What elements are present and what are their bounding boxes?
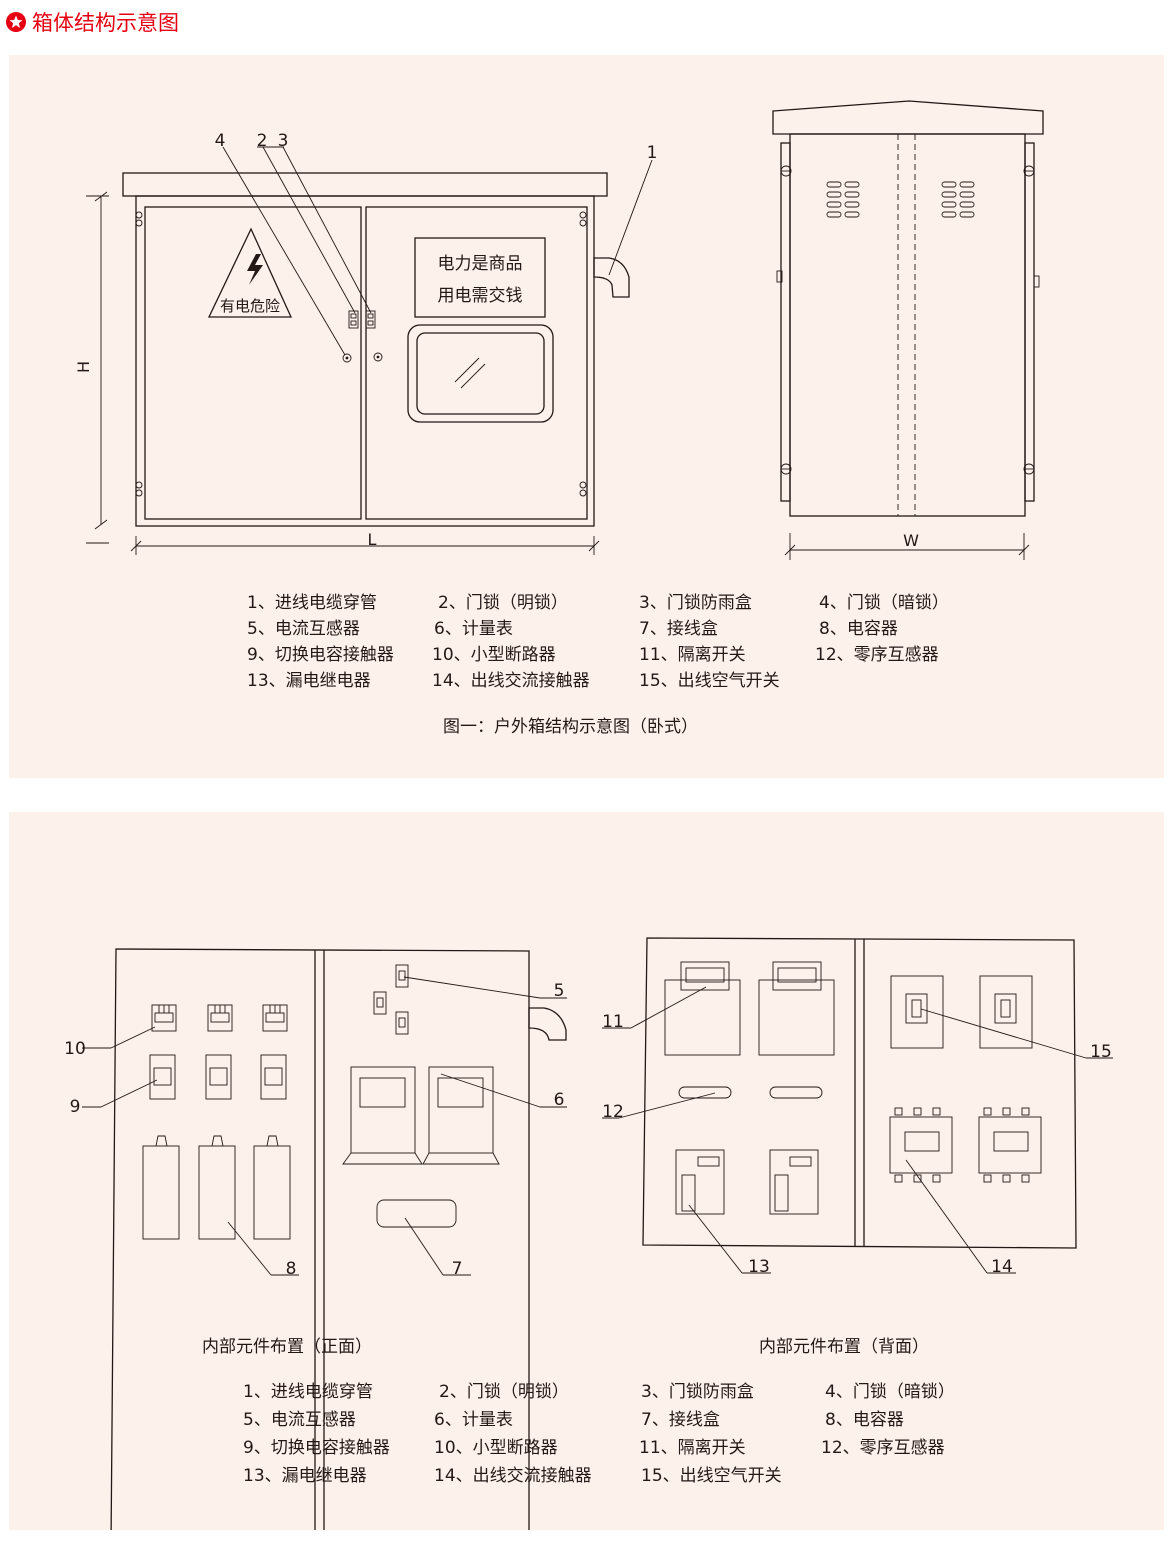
junction-box (376, 1199, 457, 1228)
caption-back: 内部元件布置（背面） (759, 1337, 929, 1357)
legend-item: 1、进线电缆穿管 (243, 1382, 373, 1402)
callout-4: 4 (215, 131, 226, 151)
cable-conduit (593, 257, 630, 298)
legend-item: 6、计量表 (434, 619, 513, 639)
legend-item: 4、门锁（暗锁） (819, 593, 949, 613)
legend-item: 10、小型断路器 (434, 1438, 558, 1458)
callout-6: 6 (554, 1090, 565, 1110)
legend-item: 12、零序互感器 (821, 1438, 945, 1458)
figure2-drawing: 10 9 8 5 6 7 (64, 937, 1113, 1530)
isolating-switches (664, 961, 835, 1056)
lightning-icon (247, 254, 263, 285)
callout-3: 3 (278, 131, 289, 151)
figure2-panel: 10 9 8 5 6 7 (9, 812, 1164, 1530)
section-title: 箱体结构示意图 (32, 11, 179, 35)
figure1-panel: 有电危险 电力是商品 用电需交钱 4 2 (9, 55, 1164, 778)
legend-item: 4、门锁（暗锁） (825, 1382, 955, 1402)
callout-8: 8 (286, 1259, 297, 1279)
dim-w-label: W (903, 531, 919, 550)
ac-contactors (889, 1107, 1042, 1183)
legend-item: 13、漏电继电器 (243, 1466, 367, 1486)
legend-item: 11、隔离开关 (639, 1438, 746, 1458)
callout-14: 14 (991, 1257, 1013, 1277)
figure1-caption: 图一：户外箱结构示意图（卧式） (443, 717, 698, 737)
legend-item: 3、门锁防雨盒 (639, 593, 752, 613)
callout-5: 5 (554, 981, 565, 1001)
legend-item: 9、切换电容接触器 (247, 645, 394, 665)
meters (342, 1066, 500, 1165)
callout-13: 13 (748, 1257, 770, 1277)
front-view: 有电危险 电力是商品 用电需交钱 4 2 (74, 131, 657, 555)
legend-item: 14、出线交流接触器 (432, 671, 590, 691)
front-interior: 10 9 8 5 6 7 (64, 948, 567, 1530)
back-interior: 11 12 13 15 14 (602, 937, 1113, 1277)
legend-item: 1、进线电缆穿管 (247, 593, 377, 613)
legend-item: 5、电流互感器 (247, 619, 360, 639)
legend-item: 6、计量表 (434, 1410, 513, 1430)
legend-item: 15、出线空气开关 (639, 671, 780, 691)
meter-window (407, 324, 554, 423)
legend-item: 10、小型断路器 (432, 645, 556, 665)
capacitor-contactors (149, 1054, 287, 1100)
sign-line1: 电力是商品 (438, 254, 523, 274)
figure1-drawing: 有电危险 电力是商品 用电需交钱 4 2 (74, 100, 1044, 560)
legend-item: 3、门锁防雨盒 (641, 1382, 754, 1402)
warning-triangle (207, 227, 293, 318)
legend-item: 7、接线盒 (641, 1410, 720, 1430)
callout-12: 12 (602, 1102, 624, 1122)
legend-item: 15、出线空气开关 (641, 1466, 782, 1486)
callout-1: 1 (647, 143, 658, 163)
dim-l-label: L (368, 530, 377, 549)
star-badge-icon (6, 12, 26, 32)
callout-15: 15 (1090, 1042, 1112, 1062)
legend-item: 2、门锁（明锁） (438, 593, 568, 613)
legend-item: 2、门锁（明锁） (439, 1382, 569, 1402)
caption-front: 内部元件布置（正面） (202, 1337, 372, 1357)
legend-item: 12、零序互感器 (815, 645, 939, 665)
section-header: 箱体结构示意图 (6, 4, 179, 40)
capacitors (142, 1135, 291, 1240)
callout-11: 11 (602, 1012, 624, 1032)
sign-board (414, 237, 546, 318)
callout-2: 2 (257, 131, 268, 151)
warning-label: 有电危险 (220, 297, 280, 315)
sign-line2: 用电需交钱 (438, 286, 523, 306)
legend-item: 9、切换电容接触器 (243, 1438, 390, 1458)
callout-9: 9 (70, 1097, 81, 1117)
legend-item: 8、电容器 (825, 1410, 904, 1430)
legend-item: 8、电容器 (819, 619, 898, 639)
side-view: W (772, 100, 1044, 560)
small-breakers (151, 1004, 288, 1032)
legend-item: 11、隔离开关 (639, 645, 746, 665)
legend-item: 14、出线交流接触器 (434, 1466, 592, 1486)
legend-item: 13、漏电继电器 (247, 671, 371, 691)
callout-10: 10 (64, 1039, 86, 1059)
legend-item: 7、接线盒 (639, 619, 718, 639)
callout-7: 7 (452, 1259, 463, 1279)
dim-h-label: H (74, 361, 93, 373)
legend-item: 5、电流互感器 (243, 1410, 356, 1430)
